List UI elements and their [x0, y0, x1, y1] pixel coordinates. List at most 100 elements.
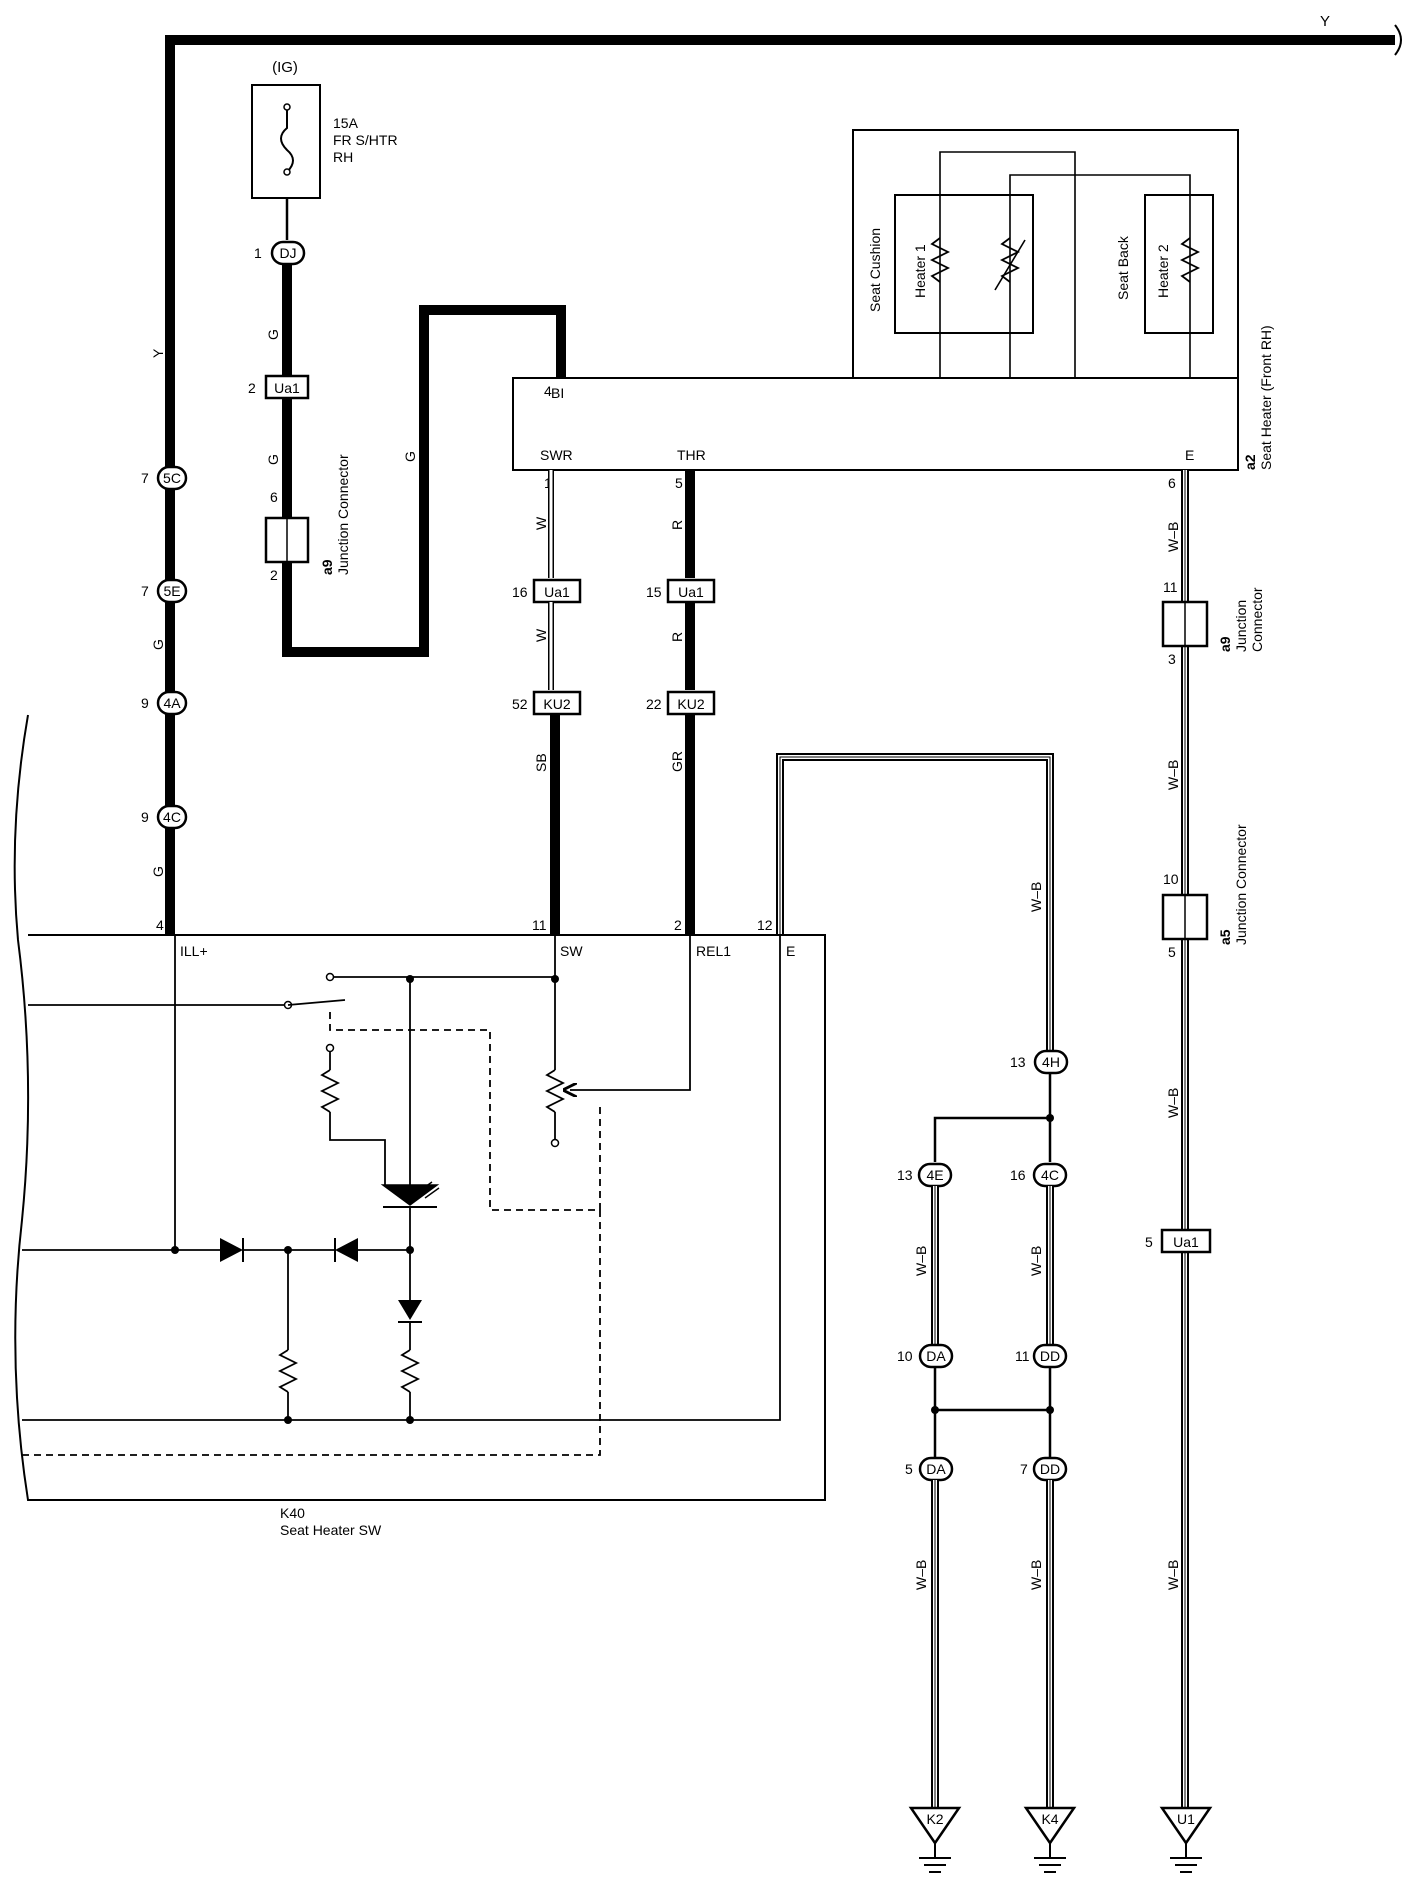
connector-ua1-top: Ua1 2 — [248, 374, 310, 400]
svg-text:2: 2 — [270, 567, 278, 583]
svg-text:W–B: W–B — [1165, 760, 1181, 790]
wire-color-label: G — [265, 454, 281, 465]
svg-text:11: 11 — [1015, 1348, 1030, 1364]
terminal-swr: SWR — [540, 447, 573, 463]
connector-dd-11: DD — [1040, 1348, 1060, 1364]
ground-k2: K2 — [908, 1806, 962, 1873]
svg-text:Ua1: Ua1 — [274, 380, 300, 396]
connector-4a: 4A 9 — [141, 690, 188, 716]
wire-color-label: G — [150, 639, 166, 650]
svg-text:a2: a2 — [1242, 454, 1258, 470]
seat-heater-a2: 4 BI SWR THR E a2 Seat Heater (Front RH)… — [512, 129, 1274, 471]
connector-ua1-thr: Ua1 — [678, 584, 704, 600]
svg-text:a9: a9 — [319, 559, 335, 575]
svg-text:DJ: DJ — [279, 245, 296, 261]
svg-text:W–B: W–B — [913, 1246, 929, 1276]
svg-text:15A: 15A — [333, 115, 359, 131]
svg-text:Seat Back: Seat Back — [1115, 235, 1131, 300]
connector-ku2-swr: KU2 — [543, 696, 570, 712]
svg-text:9: 9 — [141, 695, 149, 711]
svg-text:4A: 4A — [163, 695, 181, 711]
svg-text:5: 5 — [1168, 944, 1176, 960]
connector-4c-left: 4C 9 — [141, 804, 188, 830]
svg-text:2: 2 — [674, 917, 682, 933]
terminal-bi: BI — [551, 385, 564, 401]
svg-text:5: 5 — [1145, 1234, 1153, 1250]
svg-text:Junction Connector: Junction Connector — [335, 454, 351, 575]
wire-color-label: G — [150, 866, 166, 877]
connector-5e: 5E 7 — [141, 578, 188, 604]
svg-text:Junction Connector: Junction Connector — [1233, 824, 1249, 945]
wire-color-label: Y — [150, 348, 166, 358]
svg-text:K40: K40 — [280, 1505, 305, 1521]
svg-text:4: 4 — [156, 917, 164, 933]
fuse-15a: (IG) 15A FR S/HTR RH — [251, 59, 398, 199]
svg-text:5: 5 — [905, 1461, 913, 1477]
svg-text:3: 3 — [1168, 651, 1176, 667]
svg-text:7: 7 — [141, 470, 149, 486]
connector-ku2-thr: KU2 — [677, 696, 704, 712]
ground-k4: K4 — [1023, 1806, 1077, 1873]
svg-text:Heater 2: Heater 2 — [1155, 244, 1171, 298]
svg-text:5C: 5C — [163, 470, 181, 486]
svg-text:W–B: W–B — [1165, 1560, 1181, 1590]
svg-text:W–B: W–B — [1028, 1246, 1044, 1276]
svg-text:a9: a9 — [1217, 636, 1233, 652]
connector-dj: DJ 1 — [254, 240, 306, 266]
svg-text:10: 10 — [1163, 871, 1179, 887]
svg-text:Heater 1: Heater 1 — [912, 244, 928, 298]
svg-text:1: 1 — [254, 245, 262, 261]
svg-text:SB: SB — [533, 753, 549, 772]
connector-da-5: DA — [926, 1461, 946, 1477]
svg-text:6: 6 — [1168, 475, 1176, 491]
svg-text:Junction: Junction — [1233, 600, 1249, 652]
wire-color-label: G — [265, 329, 281, 340]
connector-4h: 4H — [1042, 1054, 1060, 1070]
svg-text:Connector: Connector — [1249, 587, 1265, 652]
svg-text:11: 11 — [532, 917, 547, 933]
svg-text:16: 16 — [1010, 1167, 1026, 1183]
svg-text:7: 7 — [141, 583, 149, 599]
svg-text:W: W — [533, 516, 549, 530]
svg-text:W–B: W–B — [1028, 1560, 1044, 1590]
svg-text:22: 22 — [646, 696, 662, 712]
svg-text:4C: 4C — [163, 809, 181, 825]
svg-text:16: 16 — [512, 584, 528, 600]
svg-text:RH: RH — [333, 149, 353, 165]
svg-text:52: 52 — [512, 696, 528, 712]
svg-text:R: R — [669, 520, 685, 530]
svg-text:5E: 5E — [163, 583, 180, 599]
connector-ua1-e: Ua1 — [1173, 1234, 1199, 1250]
svg-text:GR: GR — [669, 751, 685, 772]
connector-da-10: DA — [926, 1348, 946, 1364]
connector-5c: 5C 7 — [141, 465, 188, 491]
terminal-sw: SW — [560, 943, 583, 959]
svg-text:2: 2 — [248, 380, 256, 396]
terminal-rel1: REL1 — [696, 943, 731, 959]
svg-text:W–B: W–B — [913, 1560, 929, 1590]
svg-text:Seat Heater SW: Seat Heater SW — [280, 1522, 382, 1538]
terminal-ill: ILL+ — [180, 943, 208, 959]
svg-text:W–B: W–B — [1165, 522, 1181, 552]
svg-text:6: 6 — [270, 489, 278, 505]
svg-text:K4: K4 — [1041, 1811, 1058, 1827]
connector-ua1-swr: Ua1 — [544, 584, 570, 600]
svg-text:W–B: W–B — [1028, 882, 1044, 912]
svg-text:FR S/HTR: FR S/HTR — [333, 132, 398, 148]
wire-color-label: G — [402, 451, 418, 462]
svg-text:Seat Heater (Front RH): Seat Heater (Front RH) — [1258, 325, 1274, 470]
connector-dd-7: DD — [1040, 1461, 1060, 1477]
svg-text:13: 13 — [1010, 1054, 1026, 1070]
wire-color-label: Y — [1320, 13, 1330, 30]
svg-text:15: 15 — [646, 584, 662, 600]
svg-text:R: R — [669, 632, 685, 642]
svg-text:(IG): (IG) — [272, 59, 298, 76]
wire-swr: 1 W Ua1 16 W KU2 52 SB 11 — [512, 470, 582, 935]
svg-text:12: 12 — [757, 917, 773, 933]
svg-text:W–B: W–B — [1165, 1088, 1181, 1118]
junction-connector-a9-left: 2 a9 Junction Connector — [264, 454, 351, 583]
svg-text:10: 10 — [897, 1348, 913, 1364]
terminal-e-k40: E — [786, 943, 795, 959]
svg-text:Seat Cushion: Seat Cushion — [867, 228, 883, 312]
